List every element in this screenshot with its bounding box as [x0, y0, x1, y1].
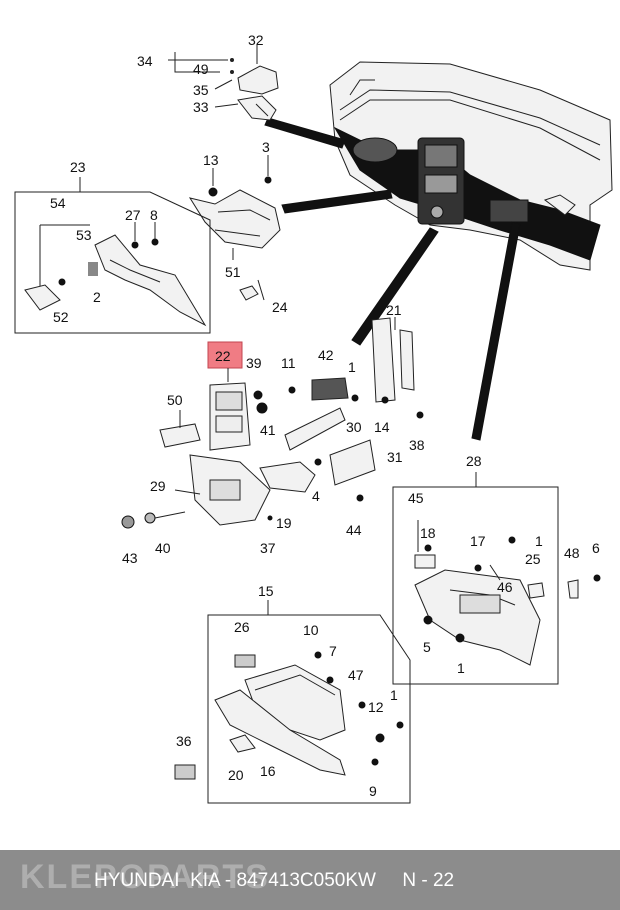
callout-22: 22: [215, 348, 231, 364]
leader-arrows: [264, 117, 521, 441]
highlight-part-22: [207, 341, 243, 369]
callout-16: 16: [260, 763, 276, 779]
callout-23: 23: [70, 159, 86, 175]
callout-4: 4: [312, 488, 320, 504]
callout-52: 52: [53, 309, 69, 325]
callout-17: 17: [470, 533, 486, 549]
callout-40: 40: [155, 540, 171, 556]
callout-20: 20: [228, 767, 244, 783]
callout-25: 25: [525, 551, 541, 567]
parts-diagram: 32 34 49 35 33 13 3 51 24 23 54 27 8 53 …: [14, 32, 613, 804]
footer-bar: KLEPOPARTS HYUNDAI KIA - 847413C050KW N …: [0, 850, 620, 910]
callout-35: 35: [193, 82, 209, 98]
callout-15: 15: [258, 583, 274, 599]
group-box-15: [174, 600, 411, 804]
callout-49: 49: [193, 61, 209, 77]
callout-46: 46: [497, 579, 513, 595]
callout-44: 44: [346, 522, 362, 538]
callout-11: 11: [281, 355, 296, 371]
callout-3: 3: [262, 139, 270, 155]
watermark-logo: KLEPOPARTS: [20, 858, 270, 896]
callout-41: 41: [260, 422, 276, 438]
callout-31: 31: [387, 449, 403, 465]
dashboard-illustration: [329, 61, 613, 271]
callout-10: 10: [303, 622, 319, 638]
callout-21: 21: [386, 302, 402, 318]
callout-29: 29: [150, 478, 166, 494]
callout-34: 34: [137, 53, 153, 69]
callout-9: 9: [369, 783, 377, 799]
callout-1b: 1: [535, 533, 543, 549]
callout-47: 47: [348, 667, 364, 683]
callout-38: 38: [409, 437, 425, 453]
group-center-fascia: [121, 317, 424, 529]
group-box-28: [392, 472, 601, 685]
callout-18: 18: [420, 525, 436, 541]
callout-8: 8: [150, 207, 158, 223]
callout-13: 13: [203, 152, 219, 168]
callout-50: 50: [167, 392, 183, 408]
callout-39: 39: [246, 355, 262, 371]
callout-1d: 1: [390, 687, 398, 703]
callout-19: 19: [276, 515, 292, 531]
group-box-23: [14, 177, 211, 334]
callout-42: 42: [318, 347, 334, 363]
callout-6: 6: [592, 540, 600, 556]
callout-45: 45: [408, 490, 424, 506]
group-bracket-51: [188, 155, 281, 301]
callout-36: 36: [176, 733, 192, 749]
callout-43: 43: [122, 550, 138, 566]
callout-12: 12: [368, 699, 384, 715]
callout-1a: 1: [348, 359, 356, 375]
callout-54: 54: [50, 195, 66, 211]
footer-caption: HYUNDAI KIA - 847413C050KW N - 22: [94, 870, 455, 891]
callout-53: 53: [76, 227, 92, 243]
group-steering-cover: [168, 45, 279, 121]
callout-7: 7: [329, 643, 337, 659]
callout-37: 37: [260, 540, 276, 556]
callout-24: 24: [272, 299, 288, 315]
callout-33: 33: [193, 99, 209, 115]
callout-2: 2: [93, 289, 101, 305]
callout-27: 27: [125, 207, 141, 223]
callout-5: 5: [423, 639, 431, 655]
callout-48: 48: [564, 545, 580, 561]
callout-26: 26: [234, 619, 250, 635]
callout-labels: 32 34 49 35 33 13 3 51 24 23 54 27 8 53 …: [50, 32, 600, 799]
callout-51: 51: [225, 264, 241, 280]
callout-14: 14: [374, 419, 390, 435]
callout-32: 32: [248, 32, 264, 48]
callout-30: 30: [346, 419, 362, 435]
callout-1c: 1: [457, 660, 465, 676]
callout-28: 28: [466, 453, 482, 469]
